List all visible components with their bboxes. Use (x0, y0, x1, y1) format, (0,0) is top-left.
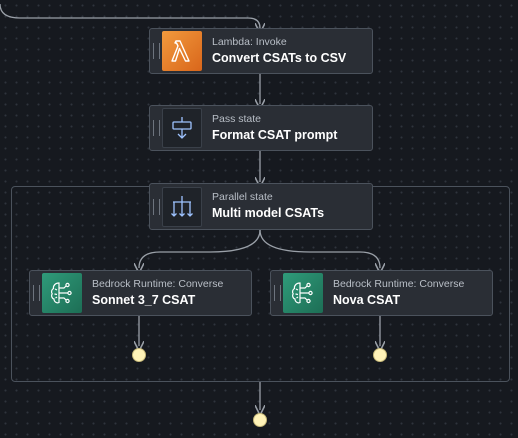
lambda-icon (162, 31, 202, 71)
state-sonnet-3-7-csat[interactable]: Bedrock Runtime: Converse Sonnet 3_7 CSA… (29, 270, 252, 316)
state-name: Format CSAT prompt (212, 127, 338, 142)
state-type-label: Bedrock Runtime: Converse (92, 277, 224, 290)
state-name: Convert CSATs to CSV (212, 50, 347, 65)
state-type-label: Pass state (212, 112, 262, 125)
edge-parallel-to-sonnet (139, 229, 261, 268)
state-name: Sonnet 3_7 CSAT (92, 292, 196, 307)
drag-handle[interactable] (30, 271, 42, 315)
bedrock-icon (283, 273, 323, 313)
state-name: Nova CSAT (333, 292, 401, 307)
pass-state-icon (162, 108, 202, 148)
state-multi-model-csats[interactable]: Parallel state Multi model CSATs (149, 183, 373, 230)
drag-handle[interactable] (150, 106, 162, 150)
bedrock-icon (42, 273, 82, 313)
drag-handle[interactable] (271, 271, 283, 315)
state-type-label: Lambda: Invoke (212, 35, 287, 48)
edge-parallel-to-nova (259, 229, 380, 268)
edge-entry (0, 3, 260, 28)
state-format-csat-prompt[interactable]: Pass state Format CSAT prompt (149, 105, 373, 151)
state-type-label: Parallel state (212, 191, 273, 204)
branch-end-marker-sonnet (132, 348, 146, 362)
state-convert-csats-to-csv[interactable]: Lambda: Invoke Convert CSATs to CSV (149, 28, 373, 74)
state-nova-csat[interactable]: Bedrock Runtime: Converse Nova CSAT (270, 270, 493, 316)
state-type-label: Bedrock Runtime: Converse (333, 277, 465, 290)
parallel-state-icon (162, 186, 202, 227)
branch-end-marker-nova (373, 348, 387, 362)
drag-handle[interactable] (150, 184, 162, 229)
state-name: Multi model CSATs (212, 206, 325, 221)
drag-handle[interactable] (150, 29, 162, 73)
workflow-end-marker (253, 413, 267, 427)
